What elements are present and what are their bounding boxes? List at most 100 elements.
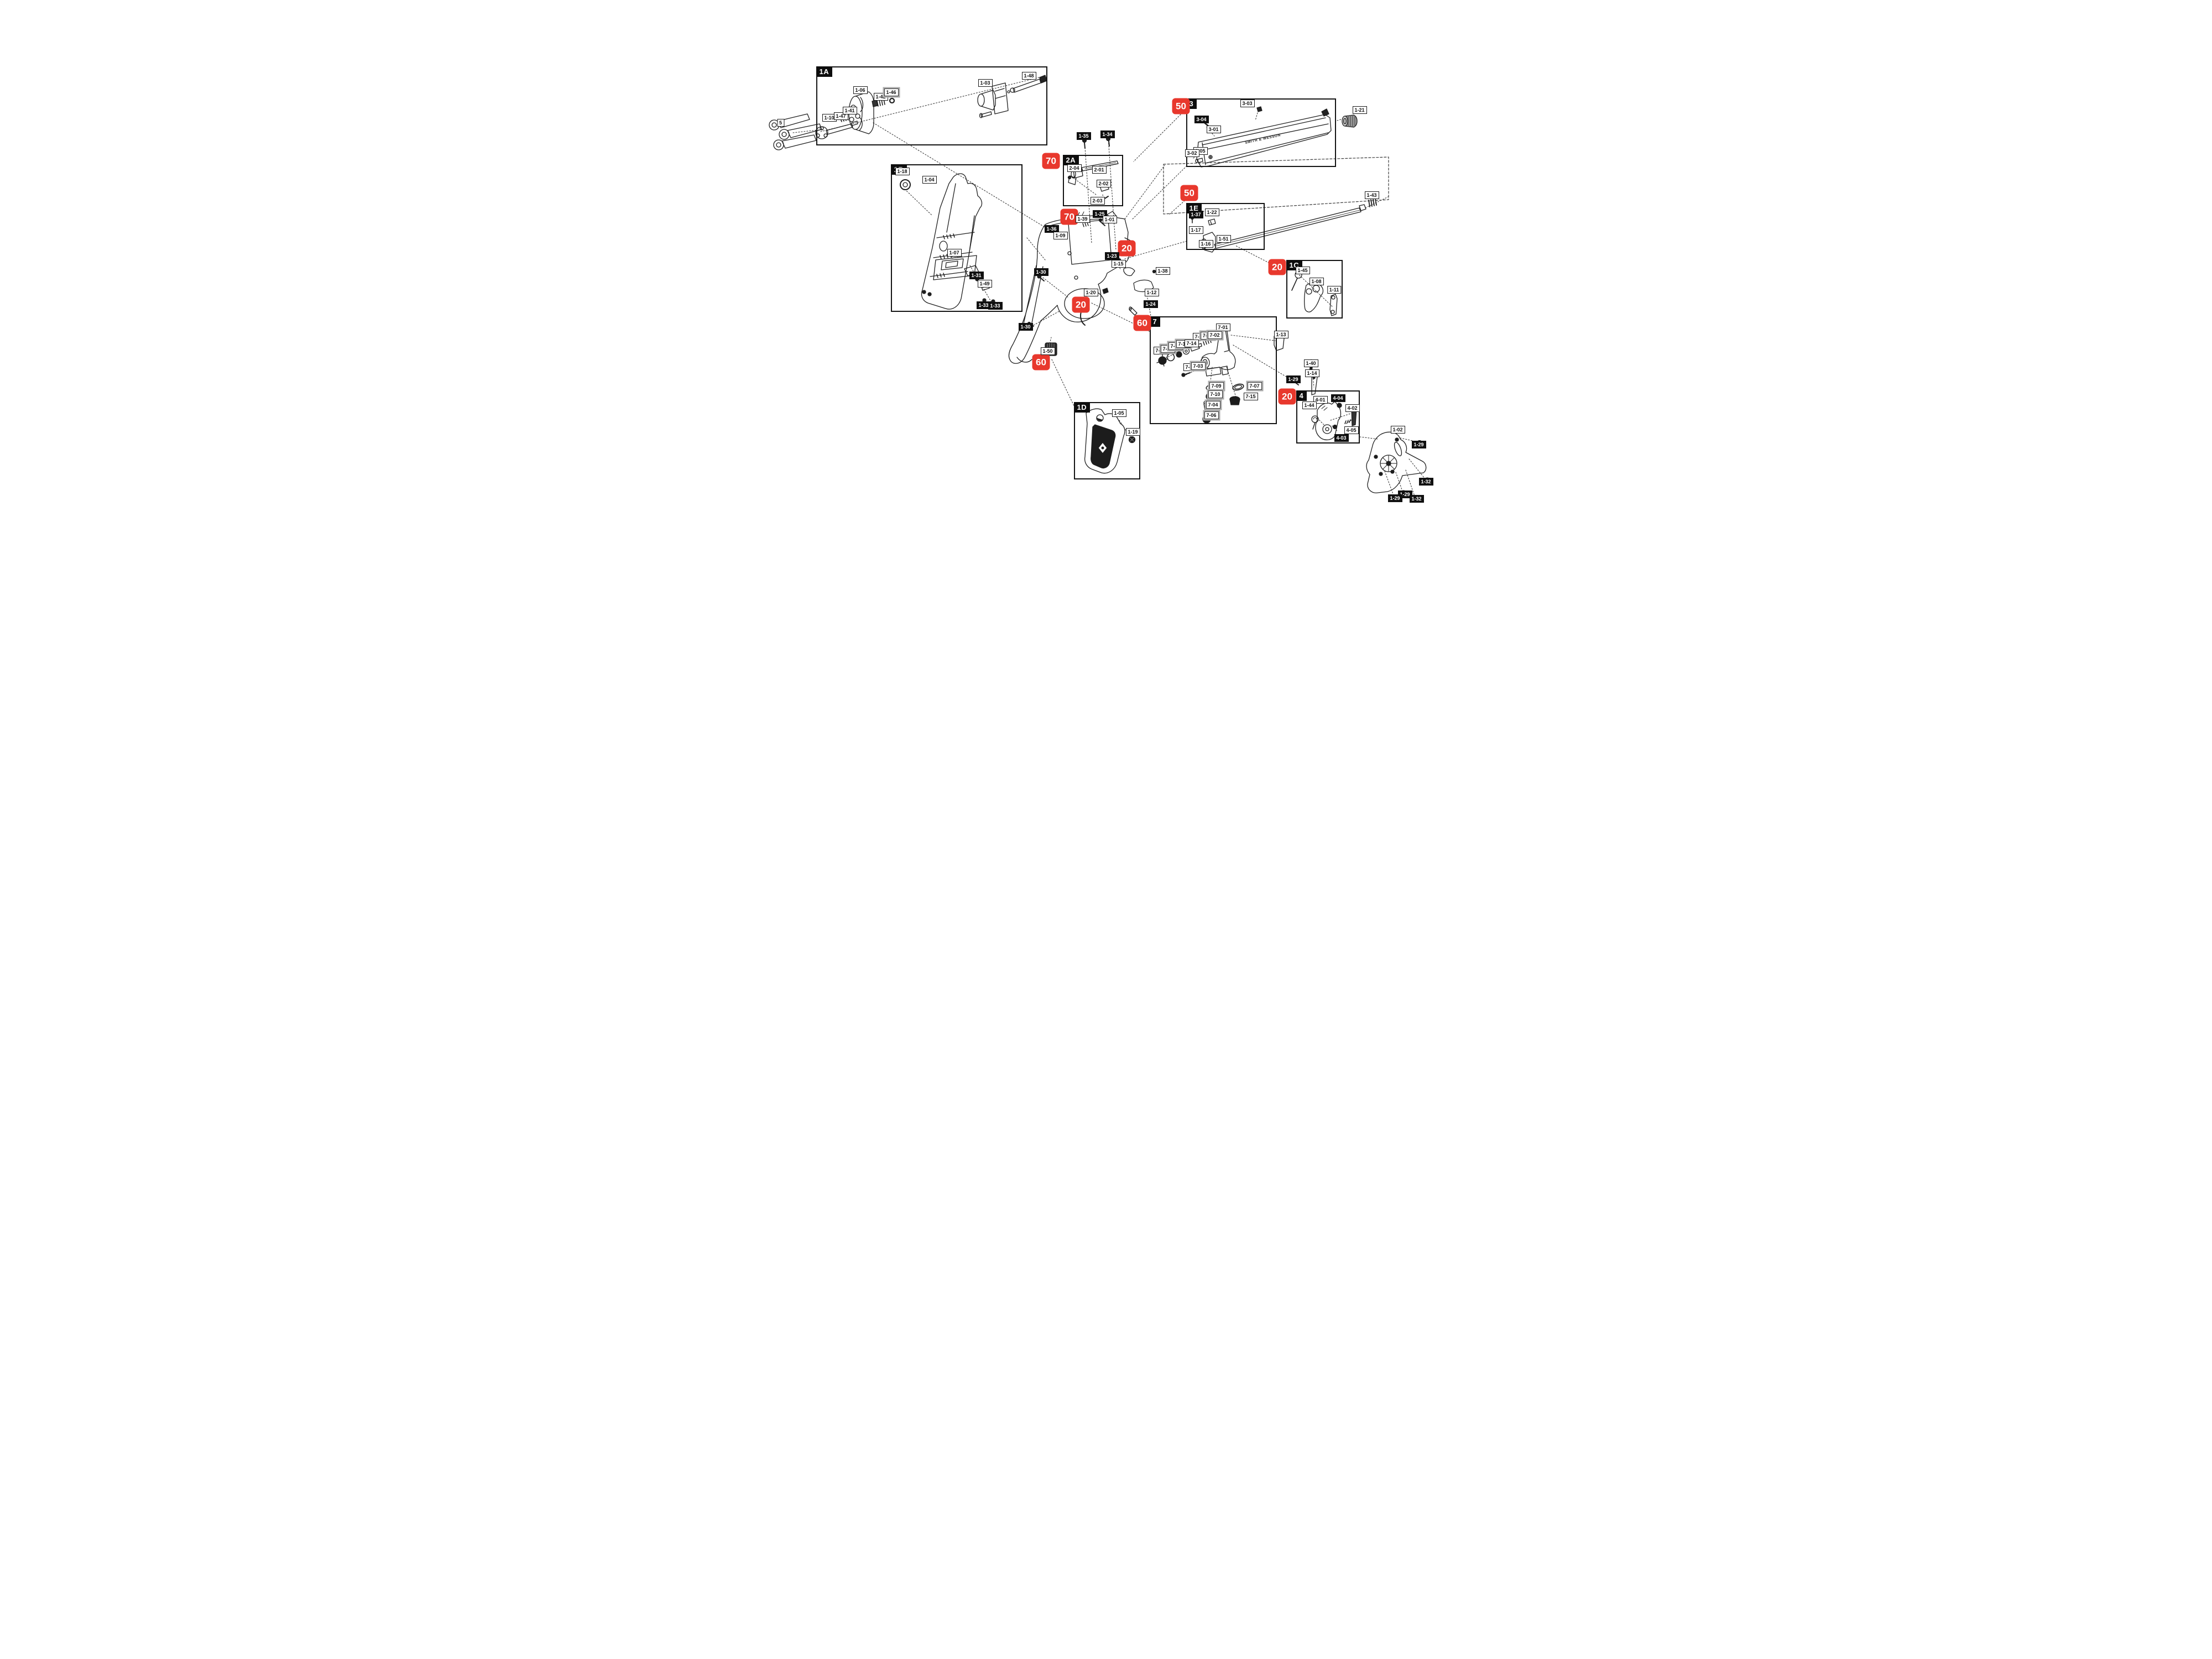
part-label-1-05-78: 1-05 bbox=[1112, 409, 1126, 417]
part-label-1-46-6: 1-46 bbox=[884, 88, 899, 96]
part-label-1-35-22: 1-35 bbox=[1076, 132, 1091, 140]
part-label-7-01-51: 7-01 bbox=[1215, 324, 1230, 331]
highlight-badge-70-3: 70 bbox=[1060, 208, 1078, 225]
part-label-3-03-16: 3-03 bbox=[1240, 100, 1255, 107]
group-box-1b: 1B bbox=[890, 164, 1022, 312]
part-label-3-02-20: 3-02 bbox=[1185, 149, 1199, 157]
group-box-7: 7 bbox=[1149, 316, 1277, 424]
part-label-1-32-85: 1-32 bbox=[1409, 495, 1424, 503]
part-label-1-03-7: 1-03 bbox=[978, 79, 993, 87]
part-label-1-51-46: 1-51 bbox=[1216, 235, 1231, 243]
part-label-1-48-8: 1-48 bbox=[1021, 72, 1036, 80]
highlight-badge-50-0: 50 bbox=[1172, 98, 1190, 114]
part-label-4-03-77: 4-03 bbox=[1334, 434, 1349, 442]
part-label-7-02-54: 7-02 bbox=[1207, 331, 1222, 339]
part-label-1-29-71: 1-29 bbox=[1286, 375, 1301, 383]
part-label-1-20-37: 1-20 bbox=[1083, 289, 1098, 296]
part-label-1-39-28: 1-39 bbox=[1075, 215, 1090, 223]
highlight-badge-20-4: 20 bbox=[1118, 240, 1136, 257]
part-label-1-18-9: 1-18 bbox=[895, 168, 910, 175]
cylinder-release-knob-drawing bbox=[1341, 114, 1358, 128]
highlight-badge-20-6: 20 bbox=[1268, 259, 1286, 275]
group-box-2a: 2A bbox=[1062, 155, 1123, 206]
part-label-4-01-72: 4-01 bbox=[1313, 396, 1328, 404]
part-label-7-03-61: 7-03 bbox=[1191, 362, 1206, 370]
part-label-7-07-63: 7-07 bbox=[1247, 382, 1262, 390]
part-label-7-06-67: 7-06 bbox=[1204, 411, 1219, 419]
part-label-1-34-23: 1-34 bbox=[1100, 131, 1115, 138]
diagram-stage: C729-01 SMITH & WESSON bbox=[737, 0, 1475, 553]
part-label-1-40-69: 1-40 bbox=[1303, 359, 1318, 367]
dashed-region-outline bbox=[1162, 156, 1389, 215]
grip-panel-drawing bbox=[1084, 408, 1135, 474]
group-box-1a: 1A bbox=[816, 66, 1047, 145]
part-label-3-04-17: 3-04 bbox=[1194, 116, 1209, 123]
part-label-1-06-4: 1-06 bbox=[853, 86, 868, 94]
part-label-1-30-36: 1-30 bbox=[1034, 268, 1048, 276]
part-label-1-07-11: 1-07 bbox=[947, 249, 962, 257]
part-label-5-0: 5 bbox=[776, 119, 785, 127]
part-label-1-22-43: 1-22 bbox=[1204, 208, 1219, 216]
part-label-2-02-26: 2-02 bbox=[1096, 180, 1111, 187]
part-label-1-45-48: 1-45 bbox=[1295, 267, 1310, 274]
part-label-7-15-65: 7-15 bbox=[1243, 393, 1258, 400]
part-label-7-09-62: 7-09 bbox=[1209, 382, 1224, 390]
part-label-1-38-35: 1-38 bbox=[1155, 267, 1170, 275]
part-label-1-37-42: 1-37 bbox=[1188, 211, 1203, 218]
group-box-tag-1a: 1A bbox=[816, 66, 833, 77]
part-label-4-05-76: 4-05 bbox=[1344, 426, 1359, 434]
part-label-1-33-15: 1-33 bbox=[988, 302, 1003, 310]
part-label-1-50-41: 1-50 bbox=[1040, 347, 1055, 355]
labels-overlay: 1A1B32A1E1C741D5050707020202020606051-10… bbox=[738, 0, 1475, 553]
group-box-tag-4: 4 bbox=[1296, 390, 1307, 401]
part-label-1-08-49: 1-08 bbox=[1309, 278, 1324, 285]
part-label-2-04-24: 2-04 bbox=[1067, 164, 1082, 172]
part-label-1-44-74: 1-44 bbox=[1302, 401, 1317, 409]
group-box-tag-2a: 2A bbox=[1062, 155, 1079, 165]
part-label-1-36-31: 1-36 bbox=[1044, 225, 1059, 233]
part-label-4-02-75: 4-02 bbox=[1345, 404, 1360, 412]
part-label-1-23-33: 1-23 bbox=[1104, 252, 1119, 260]
group-box-4: 4 bbox=[1296, 390, 1360, 444]
part-label-1-41-3: 1-41 bbox=[842, 107, 857, 114]
part-label-1-29-84: 1-29 bbox=[1387, 494, 1402, 502]
cylinder-assembly-drawing bbox=[768, 75, 1047, 150]
part-label-1-04-10: 1-04 bbox=[922, 176, 937, 184]
part-label-1-09-32: 1-09 bbox=[1053, 232, 1068, 239]
part-label-1-19-79: 1-19 bbox=[1125, 428, 1140, 436]
part-label-1-32-82: 1-32 bbox=[1418, 478, 1433, 486]
part-label-1-01-30: 1-01 bbox=[1102, 216, 1117, 223]
highlight-badge-20-7: 20 bbox=[1278, 388, 1296, 405]
part-label-1-24-39: 1-24 bbox=[1143, 300, 1158, 308]
part-label-3-01-18: 3-01 bbox=[1206, 126, 1221, 133]
part-label-2-03-27: 2-03 bbox=[1090, 197, 1105, 205]
part-label-7-14-59: 7-14 bbox=[1184, 340, 1199, 347]
part-label-1-43-47: 1-43 bbox=[1364, 191, 1379, 199]
part-label-7-04-66: 7-04 bbox=[1206, 401, 1220, 409]
part-label-1-10-1: 1-10 bbox=[822, 114, 837, 122]
part-label-1-12-38: 1-12 bbox=[1144, 289, 1159, 296]
part-label-1-31-12: 1-31 bbox=[969, 272, 984, 279]
part-label-1-02-80: 1-02 bbox=[1390, 426, 1405, 434]
part-label-1-30-40: 1-30 bbox=[1018, 323, 1033, 331]
highlight-badge-50-1: 50 bbox=[1180, 185, 1198, 201]
highlight-badge-20-5: 20 bbox=[1072, 296, 1090, 313]
part-label-7-10-64: 7-10 bbox=[1208, 390, 1223, 398]
highlight-badge-60-9: 60 bbox=[1032, 354, 1050, 371]
group-box-tag-7: 7 bbox=[1149, 316, 1161, 327]
highlight-badge-70-2: 70 bbox=[1042, 153, 1060, 169]
part-label-1-49-13: 1-49 bbox=[977, 280, 992, 288]
group-box-1d: 1D bbox=[1073, 402, 1140, 479]
part-label-1-16-45: 1-16 bbox=[1198, 240, 1213, 248]
part-label-1-14-70: 1-14 bbox=[1305, 369, 1319, 377]
part-label-1-15-34: 1-15 bbox=[1111, 260, 1126, 268]
part-label-1-21-21: 1-21 bbox=[1352, 106, 1367, 114]
part-label-1-11-50: 1-11 bbox=[1327, 286, 1342, 294]
part-label-1-29-81: 1-29 bbox=[1411, 441, 1426, 448]
part-label-4-04-73: 4-04 bbox=[1331, 394, 1345, 402]
group-box-tag-1d: 1D bbox=[1073, 402, 1091, 413]
highlight-badge-60-8: 60 bbox=[1133, 315, 1151, 331]
grip-frame-marking-text: C729-01 bbox=[951, 254, 963, 260]
part-label-2-01-25: 2-01 bbox=[1092, 166, 1107, 174]
part-label-1-13-68: 1-13 bbox=[1274, 331, 1288, 338]
